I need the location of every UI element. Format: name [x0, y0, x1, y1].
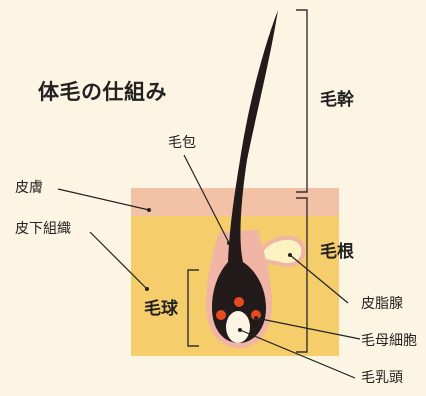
hair-shaft-bracket: [296, 9, 308, 193]
leader-line-dermal-papilla: [239, 329, 356, 379]
leader-line-hair-follicle: [183, 154, 230, 244]
leader-dot: [147, 208, 151, 212]
diagram-title: 体毛の仕組み: [38, 80, 167, 104]
label-hair-root: 毛根: [320, 242, 354, 262]
dermal-papilla: [226, 311, 250, 343]
leader-dot: [288, 253, 292, 257]
leader-line-sebaceous-gland: [289, 254, 349, 304]
matrix-cell-dot: [216, 310, 226, 320]
hair-root-bracket: [296, 197, 308, 353]
leader-line-hair-matrix-cell: [255, 317, 361, 340]
leader-line-dermis: [89, 231, 148, 290]
leader-line-epidermis: [57, 188, 150, 211]
label-hair-matrix-cell: 毛母細胞: [361, 333, 417, 349]
leader-dot: [145, 287, 149, 291]
hair-shaft: [212, 10, 278, 343]
label-hair-follicle: 毛包: [168, 135, 196, 151]
sebaceous-gland: [256, 235, 306, 268]
label-dermis: 皮下組織: [15, 221, 71, 237]
leader-dot: [254, 316, 258, 320]
label-sebaceous-gland: 皮脂腺: [361, 296, 403, 312]
hair-bulb-bracket: [187, 269, 199, 347]
label-epidermis: 皮膚: [15, 180, 43, 196]
label-hair-shaft: 毛幹: [320, 90, 354, 110]
matrix-cell-dot: [251, 310, 261, 320]
matrix-cell-dot: [234, 297, 244, 307]
label-dermal-papilla: 毛乳頭: [361, 370, 403, 386]
label-hair-bulb: 毛球: [144, 299, 178, 319]
leader-dot: [227, 241, 231, 245]
leader-dot: [238, 328, 242, 332]
